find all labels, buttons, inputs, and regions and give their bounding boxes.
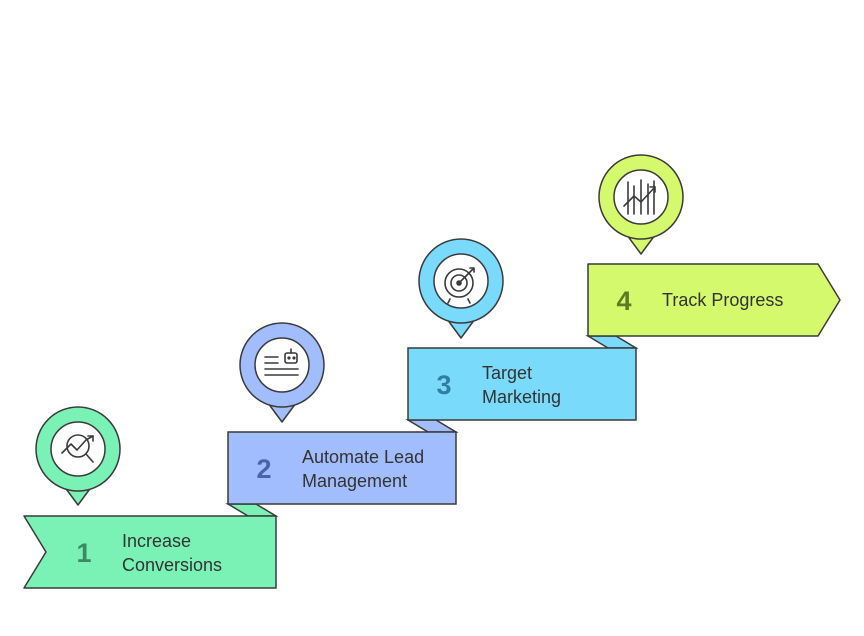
step-3-number: 3 xyxy=(436,370,451,400)
step-2-banner xyxy=(227,431,457,505)
step-3-label-line-2: Marketing xyxy=(482,387,561,407)
step-4-pin xyxy=(598,154,684,255)
step-2-label-line-1: Automate Lead xyxy=(302,447,424,467)
step-3: 3 Target Marketing xyxy=(407,238,639,421)
step-1: 1 Increase Conversions xyxy=(23,406,279,589)
step-4: 4 Track Progress xyxy=(587,154,841,337)
step-1-number: 1 xyxy=(76,538,91,568)
growth-chart-icon xyxy=(623,179,656,215)
step-3-pin xyxy=(418,238,504,339)
step-2-number: 2 xyxy=(256,454,271,484)
step-4-banner xyxy=(587,263,841,337)
step-1-label-line-1: Increase xyxy=(122,531,191,551)
step-1-label-line-2: Conversions xyxy=(122,555,222,575)
step-1-banner xyxy=(23,515,277,589)
step-3-label-line-1: Target xyxy=(482,363,532,383)
step-3-banner xyxy=(407,347,637,421)
chart-search-icon xyxy=(61,434,94,463)
step-2: 2 Automate Lead Management xyxy=(227,322,459,505)
step-4-number: 4 xyxy=(616,286,631,316)
step-2-pin xyxy=(239,322,325,423)
step-4-label-line-1: Track Progress xyxy=(662,290,783,310)
bot-document-icon xyxy=(264,348,299,376)
step-2-label-line-2: Management xyxy=(302,471,407,491)
target-icon xyxy=(444,267,475,304)
step-1-fold xyxy=(225,503,279,517)
step-2-fold xyxy=(405,419,459,433)
step-1-pin xyxy=(35,406,121,506)
step-3-fold xyxy=(585,335,639,349)
